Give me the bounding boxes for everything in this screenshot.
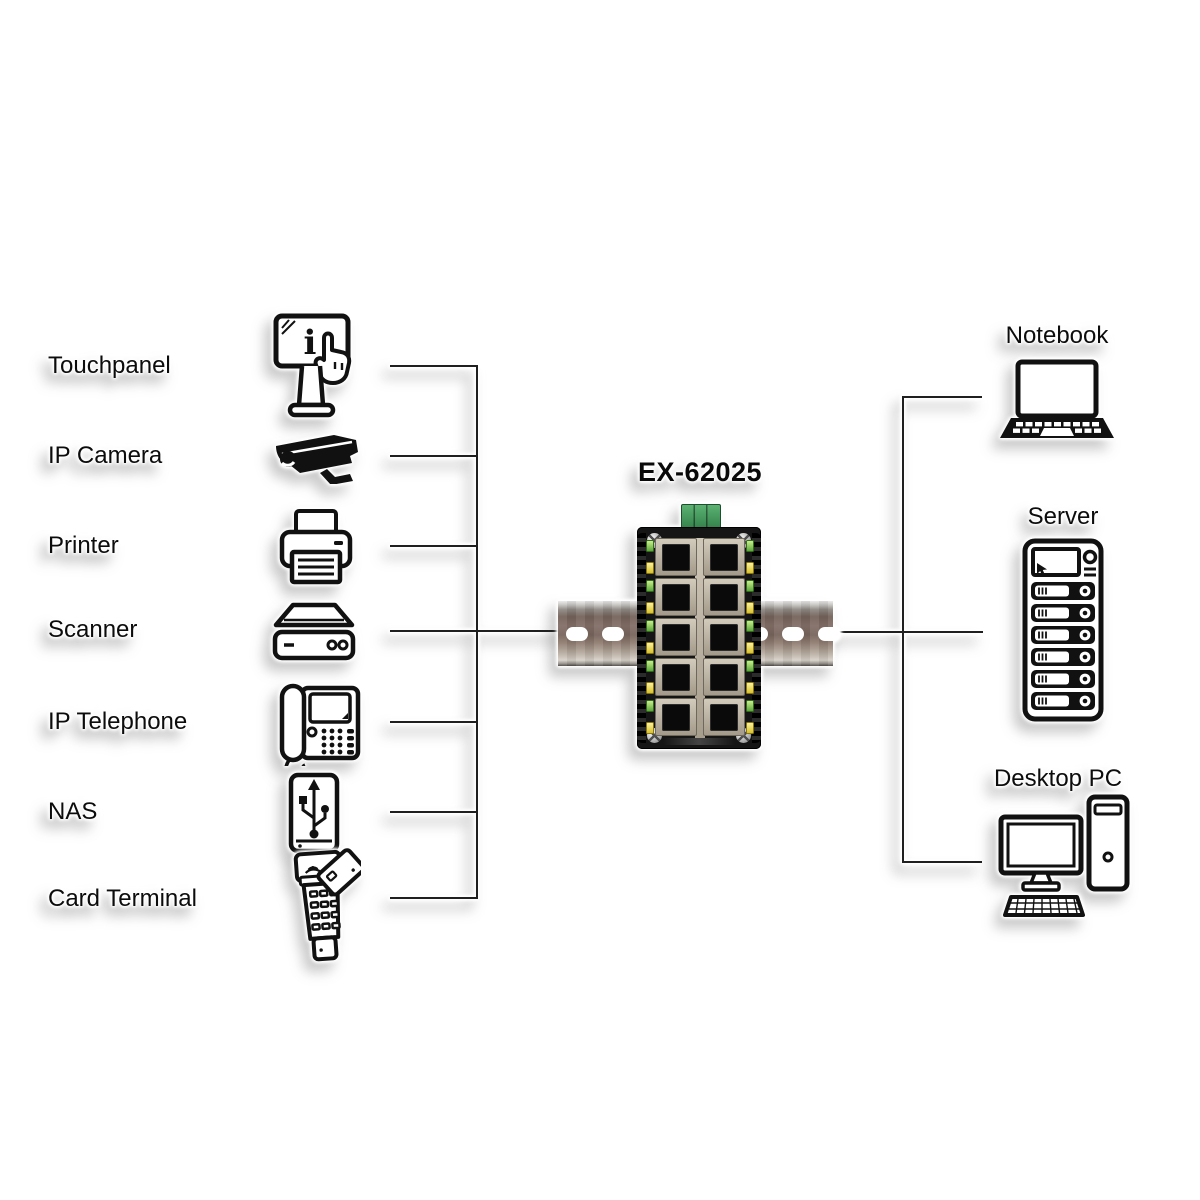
rail-slot-hole: [566, 627, 588, 641]
rj45-port: [703, 538, 754, 576]
port-jack: [662, 624, 690, 651]
led-yellow: [646, 562, 654, 574]
heatsink-fins-right: [752, 533, 761, 743]
left-bus-line: [476, 365, 478, 899]
led-yellow: [746, 642, 754, 654]
rj45-port: [703, 578, 754, 616]
led-green: [646, 540, 654, 552]
led-green: [746, 540, 754, 552]
port-jack: [710, 624, 738, 651]
rail-slot-hole: [602, 627, 624, 641]
port-jack: [662, 664, 690, 691]
rj45-port: [646, 618, 697, 656]
led-green: [746, 580, 754, 592]
label-nas: NAS: [48, 798, 98, 825]
connector-server-main: [833, 631, 983, 633]
ip-telephone-icon: [276, 680, 362, 766]
heatsink-fins-left: [637, 533, 646, 743]
led-green: [646, 580, 654, 592]
led-green: [646, 620, 654, 632]
label-notebook: Notebook: [1005, 322, 1109, 349]
port-jack: [710, 544, 738, 571]
led-yellow: [746, 682, 754, 694]
led-yellow: [646, 602, 654, 614]
label-scanner: Scanner: [48, 616, 138, 643]
touchpanel-icon: i: [271, 312, 359, 420]
led-yellow: [746, 722, 754, 734]
label-server: Server: [1027, 503, 1099, 530]
led-yellow: [746, 562, 754, 574]
connector-scanner-main: [390, 630, 568, 632]
port-jack: [710, 664, 738, 691]
port-metal-web: [695, 538, 705, 738]
port-jack: [662, 704, 690, 731]
port-jack: [710, 704, 738, 731]
led-green: [746, 660, 754, 672]
led-green: [746, 700, 754, 712]
right-bus-line: [902, 396, 904, 863]
label-card-terminal: Card Terminal: [48, 885, 197, 912]
cctv-camera-icon: [270, 432, 362, 484]
rj45-port: [646, 538, 697, 576]
switch-port-grid: [646, 538, 754, 738]
rj45-port: [646, 578, 697, 616]
svg-text:i: i: [304, 323, 317, 363]
led-yellow: [646, 642, 654, 654]
label-desktop-pc: Desktop PC: [993, 765, 1123, 792]
rj45-port: [646, 698, 697, 736]
port-jack: [710, 584, 738, 611]
rj45-port: [703, 658, 754, 696]
rail-slot-hole: [818, 627, 840, 641]
rj45-port: [703, 698, 754, 736]
led-green: [646, 660, 654, 672]
nas-drive-icon: [288, 772, 340, 854]
connector-notebook: [902, 396, 982, 398]
connector-card-terminal: [390, 897, 478, 899]
led-green: [646, 700, 654, 712]
connector-nas: [390, 811, 478, 813]
connector-ip-camera: [390, 455, 478, 457]
led-green: [746, 620, 754, 632]
notebook-icon: [994, 358, 1120, 450]
rail-slot-hole: [782, 627, 804, 641]
connector-desktop-pc: [902, 861, 982, 863]
server-icon: [1022, 538, 1104, 722]
rj45-port: [703, 618, 754, 656]
connector-ip-telephone: [390, 721, 478, 723]
printer-icon: [278, 508, 354, 586]
rj45-port: [646, 658, 697, 696]
port-jack: [662, 584, 690, 611]
led-yellow: [646, 682, 654, 694]
switch-print-smudge: [663, 738, 735, 745]
label-printer: Printer: [48, 532, 119, 559]
desktop-pc-icon: [993, 793, 1137, 921]
led-yellow: [746, 602, 754, 614]
scanner-icon: [272, 601, 356, 663]
connector-touchpanel: [390, 365, 478, 367]
switch-body: [637, 527, 761, 749]
label-ip-telephone: IP Telephone: [48, 708, 188, 735]
card-terminal-icon: [281, 845, 361, 963]
led-yellow: [646, 722, 654, 734]
connector-printer: [390, 545, 478, 547]
label-touchpanel: Touchpanel: [48, 352, 171, 379]
switch-model-title: EX-62025: [637, 457, 763, 487]
port-jack: [662, 544, 690, 571]
label-ip-camera: IP Camera: [48, 442, 163, 469]
